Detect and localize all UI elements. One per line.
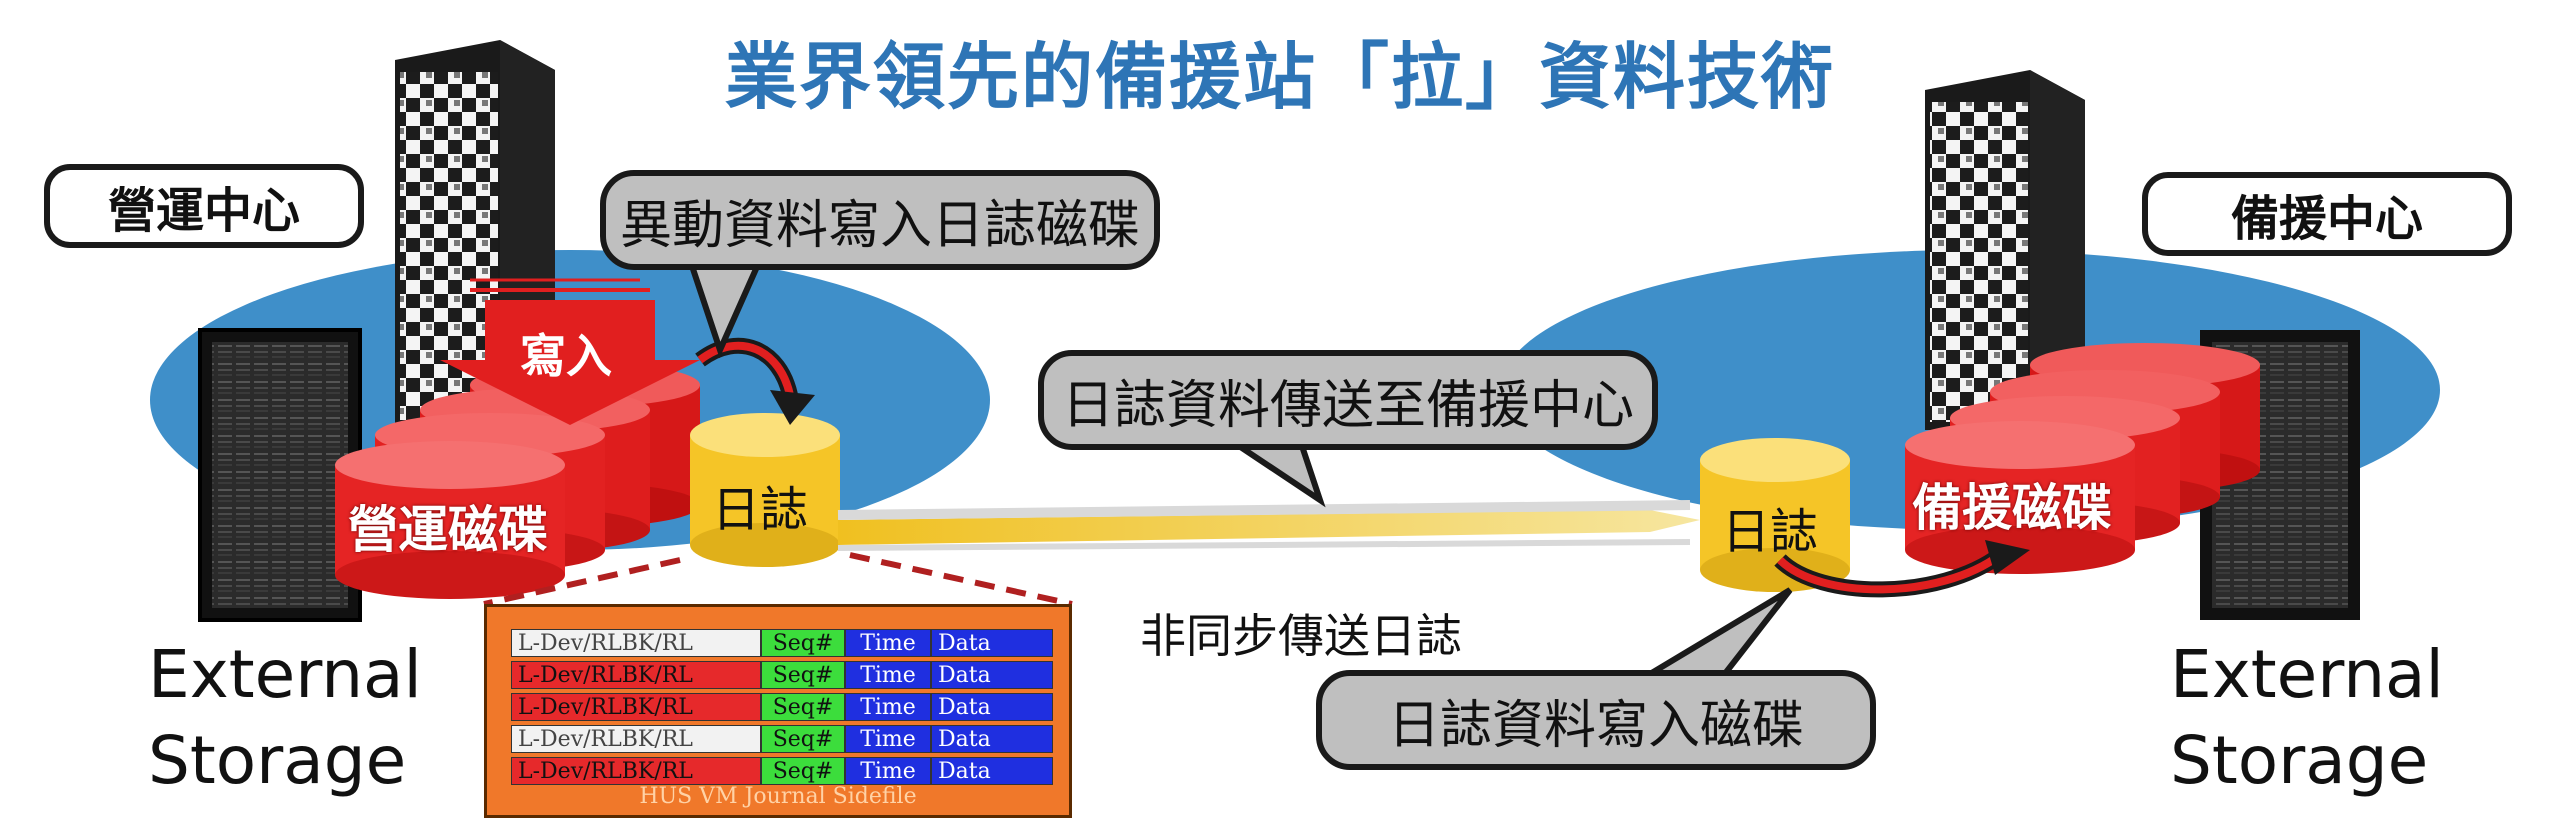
sidefile-cell-time: Time xyxy=(845,693,931,721)
callout-write-disk: 日誌資料寫入磁碟 xyxy=(1316,670,1876,770)
primary-site-label-text: 營運中心 xyxy=(107,183,300,239)
primary-site-label: 營運中心 xyxy=(44,164,364,248)
callout-write-journal: 異動資料寫入日誌磁碟 xyxy=(600,170,1160,270)
sidefile-cell-seq: Seq# xyxy=(761,693,845,721)
primary-storage-line2: Storage xyxy=(148,722,407,799)
primary-storage-line1: External xyxy=(148,636,422,713)
sidefile-cell-data: Data xyxy=(931,661,1053,689)
callout-write-disk-text: 日誌資料寫入磁碟 xyxy=(1387,695,1804,756)
backup-disks xyxy=(1905,343,2260,574)
sidefile-caption: HUS VM Journal Sidefile xyxy=(639,784,917,809)
backup-journal-label: 日誌 xyxy=(1722,504,1819,560)
primary-journal-disk xyxy=(690,413,840,567)
sidefile-cell-dev: L-Dev/RLBK/RL xyxy=(511,757,761,785)
sidefile-cell-dev: L-Dev/RLBK/RL xyxy=(511,629,761,657)
sidefile-cell-time: Time xyxy=(845,629,931,657)
backup-hitachi-server xyxy=(1925,70,2085,430)
sidefile-cell-seq: Seq# xyxy=(761,725,845,753)
backup-external-storage-label: External Storage xyxy=(2170,632,2444,804)
sidefile-cell-seq: Seq# xyxy=(761,661,845,689)
backup-site-label-text: 備援中心 xyxy=(2230,191,2423,247)
sidefile-zoom-line-left xyxy=(483,557,681,607)
backup-storage-line1: External xyxy=(2170,636,2444,713)
sidefile-cell-time: Time xyxy=(845,661,931,689)
primary-external-storage-rack xyxy=(198,328,362,622)
write-arrow xyxy=(440,300,700,425)
sidefile-cell-dev: L-Dev/RLBK/RL xyxy=(511,661,761,689)
callout-transfer-text: 日誌資料傳送至備援中心 xyxy=(1061,375,1634,436)
sidefile-cell-data: Data xyxy=(931,725,1053,753)
backup-journal-disk xyxy=(1700,438,1850,592)
sidefile-cell-data: Data xyxy=(931,629,1053,657)
sidefile-cell-data: Data xyxy=(931,693,1053,721)
primary-disk-label: 營運磁碟 xyxy=(348,501,548,559)
page-title: 業界領先的備援站「拉」資料技術 xyxy=(724,35,1835,119)
sidefile-cell-seq: Seq# xyxy=(761,757,845,785)
sidefile-cell-time: Time xyxy=(845,757,931,785)
sidefile-cell-data: Data xyxy=(931,757,1053,785)
write-label: 寫入 xyxy=(520,329,612,383)
callout-tail-write-disk xyxy=(1629,587,1793,683)
sidefile-zoom-line-right xyxy=(849,552,1073,607)
sidefile-cell-dev: L-Dev/RLBK/RL xyxy=(511,725,761,753)
callout-transfer: 日誌資料傳送至備援中心 xyxy=(1038,350,1658,450)
sidefile-cell-dev: L-Dev/RLBK/RL xyxy=(511,693,761,721)
sidefile-cell-time: Time xyxy=(845,725,931,753)
callout-write-journal-text: 異動資料寫入日誌磁碟 xyxy=(619,195,1140,256)
primary-journal-label: 日誌 xyxy=(712,482,809,538)
async-transfer-label: 非同步傳送日誌 xyxy=(1140,609,1462,663)
journal-transfer-beam xyxy=(837,500,1700,551)
primary-external-storage-label: External Storage xyxy=(148,632,422,804)
backup-disk-label: 備援磁碟 xyxy=(1912,479,2112,537)
backup-site-label: 備援中心 xyxy=(2142,172,2512,256)
backup-storage-line2: Storage xyxy=(2170,722,2429,799)
sidefile-cell-seq: Seq# xyxy=(761,629,845,657)
